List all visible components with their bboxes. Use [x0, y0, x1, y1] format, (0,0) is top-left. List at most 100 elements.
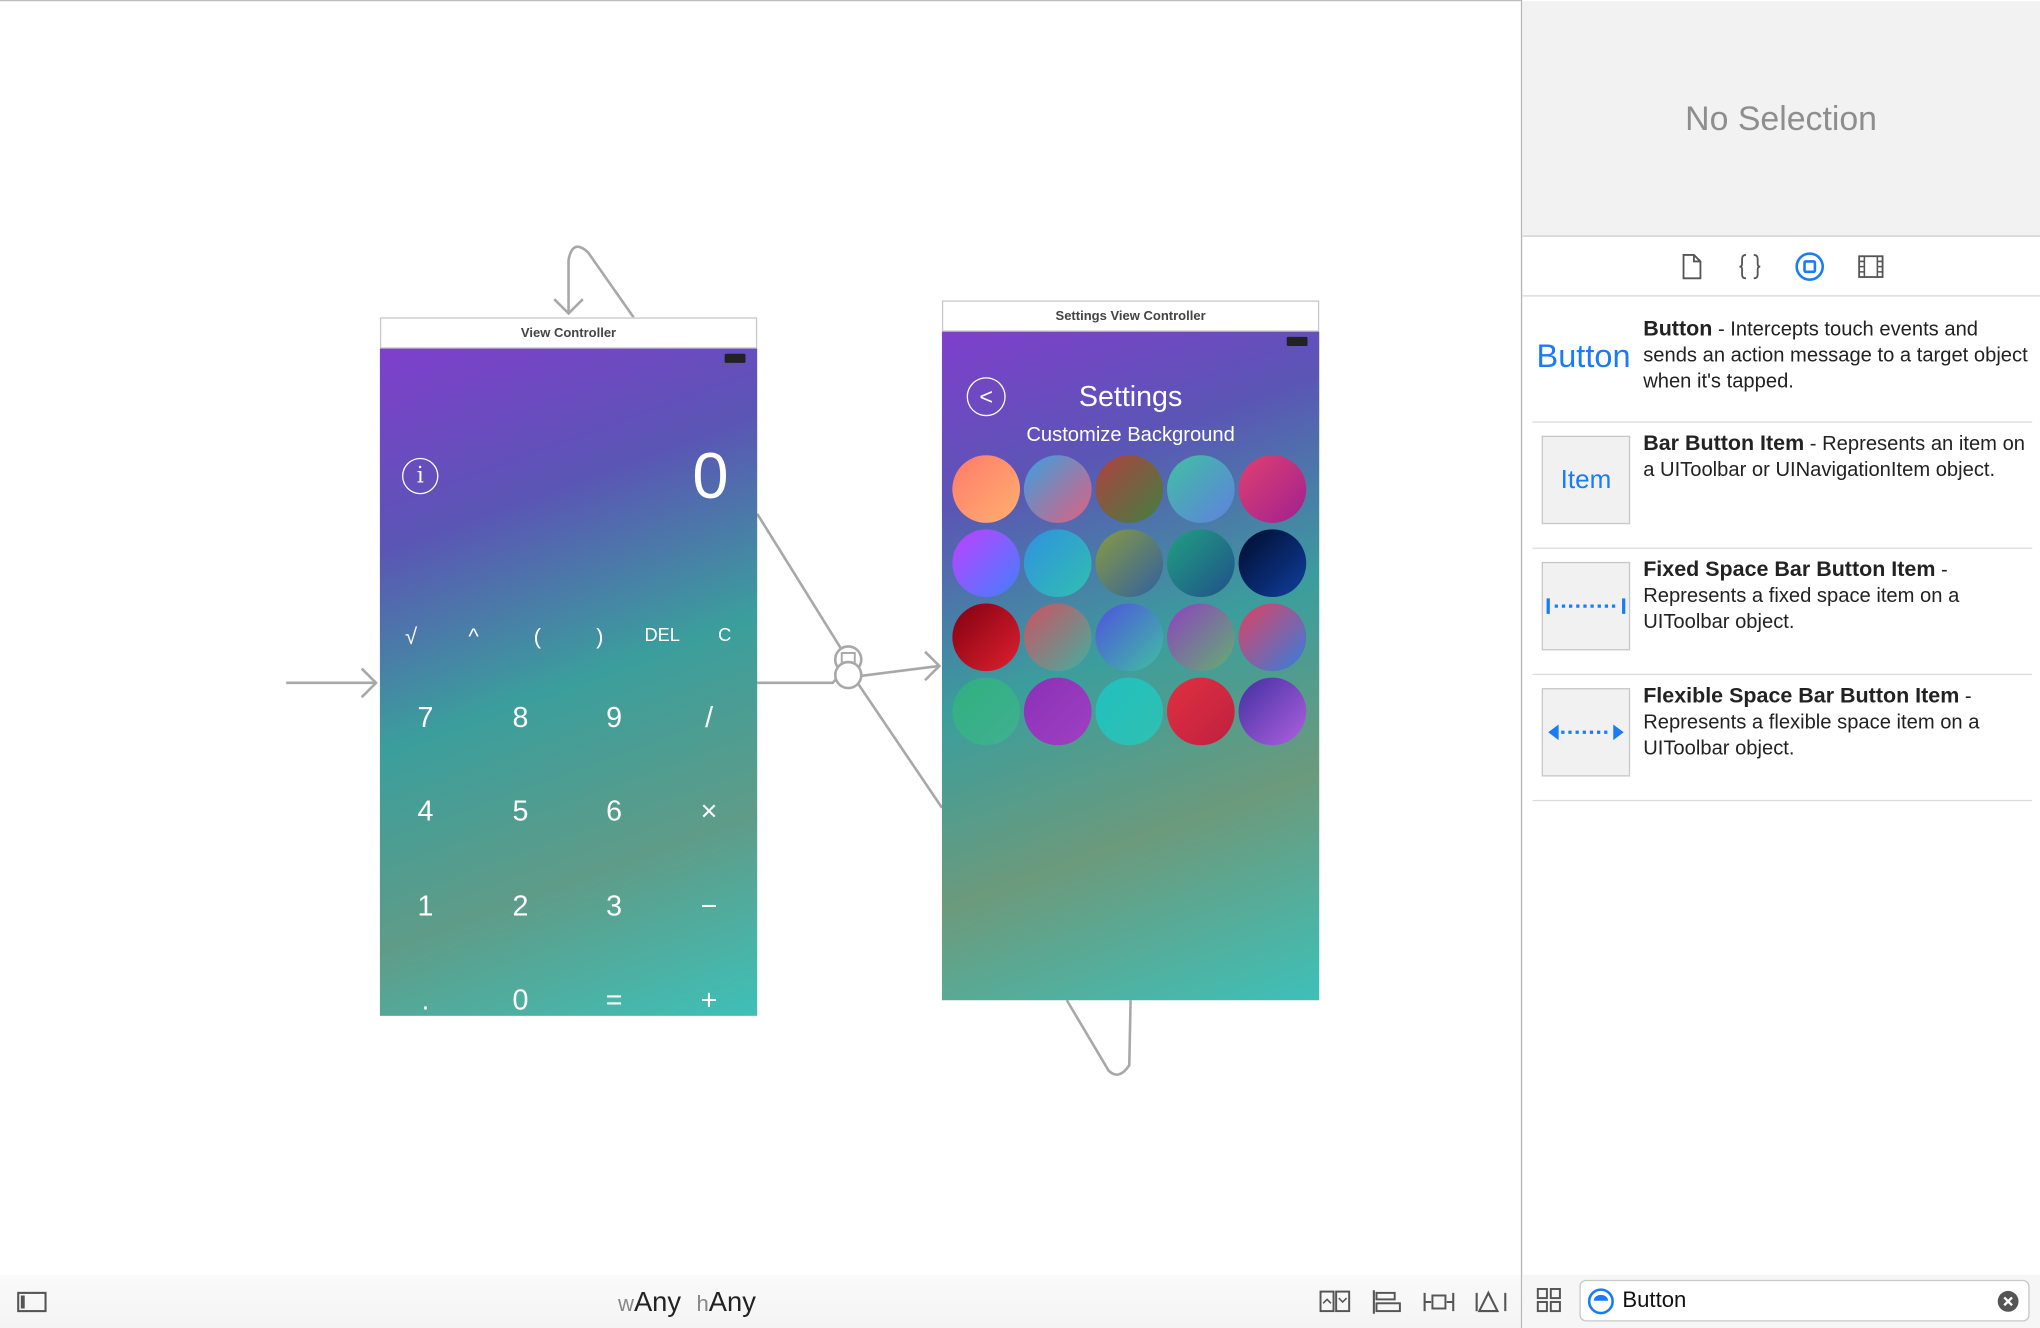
background-swatch-button[interactable] — [1095, 455, 1164, 523]
background-swatch-button[interactable] — [1238, 529, 1307, 598]
library-item-desc: - Intercepts touch events and sends an a… — [1643, 318, 2028, 393]
battery-icon — [1286, 336, 1308, 346]
background-swatch-button[interactable] — [1167, 529, 1235, 598]
info-icon: i — [416, 463, 424, 490]
calc-key[interactable]: 2 — [512, 889, 529, 923]
storyboard-canvas[interactable]: View Controller i 0 √ ^ () DEL C 7 8 9 / 4 5 6 × 1 2 3 −… — [0, 1, 1521, 1328]
calc-key[interactable]: × — [700, 794, 718, 828]
settings-view[interactable]: < Settings Customize Background — [941, 331, 1320, 1001]
background-swatch-button[interactable] — [1238, 603, 1307, 672]
library-item-title: Flexible Space Bar Button Item — [1643, 684, 1960, 708]
background-swatch-button[interactable] — [1023, 677, 1092, 746]
calc-key[interactable]: 8 — [512, 701, 529, 734]
background-swatch-button[interactable] — [952, 677, 1020, 746]
calc-key[interactable]: + — [700, 983, 718, 1016]
media-library-tab[interactable] — [1855, 251, 1886, 282]
background-swatch-button[interactable] — [1167, 677, 1235, 746]
library-item-title: Fixed Space Bar Button Item — [1643, 557, 1936, 582]
object-library-tab[interactable] — [1794, 251, 1825, 282]
media-icon — [1858, 255, 1884, 278]
calc-key[interactable]: 4 — [417, 794, 434, 828]
library-search-field[interactable]: Button — [1579, 1279, 2030, 1322]
object-icon — [1795, 252, 1825, 281]
background-swatch-button[interactable] — [1023, 455, 1092, 523]
calc-key[interactable]: / — [705, 701, 714, 734]
size-class-selector[interactable]: wAny hAny — [617, 1287, 756, 1318]
pin-icon[interactable] — [1422, 1288, 1456, 1317]
info-button[interactable]: i — [402, 457, 439, 495]
library-item-title: Button — [1643, 317, 1713, 341]
library-item-description: Button - Intercepts touch events and sen… — [1643, 316, 2028, 395]
calc-key[interactable]: ) — [596, 624, 604, 650]
search-value: Button — [1622, 1287, 1687, 1313]
background-swatch-button[interactable] — [1095, 677, 1164, 746]
settings-view-controller-scene[interactable]: Settings View Controller < Settings Cust… — [941, 300, 1320, 1001]
file-icon — [1682, 254, 1702, 280]
stack-icon[interactable] — [1318, 1288, 1352, 1317]
toggle-outline-icon[interactable] — [16, 1288, 50, 1317]
background-swatch-button[interactable] — [1238, 455, 1307, 523]
flexible-space-icon — [1541, 688, 1631, 777]
library-item-description: Flexible Space Bar Button Item - Represe… — [1643, 683, 2028, 762]
library-item[interactable]: Fixed Space Bar Button Item - Represents… — [1532, 549, 2033, 676]
braces-icon — [1739, 254, 1761, 280]
align-icon[interactable] — [1370, 1288, 1404, 1317]
calc-key[interactable]: 9 — [606, 701, 623, 734]
library-item-description: Fixed Space Bar Button Item - Represents… — [1643, 557, 2028, 636]
calc-key[interactable]: . — [421, 983, 430, 1016]
view-controller-scene[interactable]: View Controller i 0 √ ^ () DEL C 7 8 9 / 4 5 6 × 1 2 3 −… — [379, 317, 758, 1016]
chevron-left-icon: < — [979, 383, 994, 410]
calc-key[interactable]: 3 — [606, 889, 623, 923]
filter-icon — [1587, 1288, 1614, 1315]
settings-heading: Settings — [1078, 379, 1183, 413]
canvas-bottom-bar: wAny hAny — [0, 1274, 1521, 1328]
file-template-tab[interactable] — [1676, 251, 1707, 282]
library-tabs — [1522, 237, 2040, 297]
library-item-title: Bar Button Item — [1643, 431, 1805, 456]
calculator-view[interactable]: i 0 √ ^ () DEL C 7 8 9 / 4 5 6 × 1 2 3 −. 0 = + — [379, 348, 758, 1016]
calc-key[interactable]: − — [700, 889, 718, 923]
calc-key[interactable]: = — [605, 983, 623, 1016]
clear-icon[interactable] — [1997, 1290, 2019, 1312]
background-swatch-button[interactable] — [1023, 603, 1092, 672]
library-item[interactable]: Item Bar Button Item - Represents an item… — [1532, 423, 2033, 549]
background-swatch-button[interactable] — [952, 529, 1020, 598]
background-swatch-button[interactable] — [1167, 603, 1235, 672]
fixed-space-icon — [1541, 561, 1631, 651]
library-item-desc: - Represents a flexible space item on a … — [1643, 685, 1980, 760]
calc-key[interactable]: ( — [533, 624, 542, 650]
background-swatch-button[interactable] — [952, 603, 1020, 672]
background-swatch-button[interactable] — [1095, 529, 1164, 598]
background-swatch-button[interactable] — [952, 455, 1020, 523]
calc-key[interactable]: ^ — [468, 624, 479, 650]
window-top-border — [0, 0, 2040, 2]
library-item-desc: - Represents an item on a UIToolbar or U… — [1643, 433, 2026, 482]
library-item[interactable]: Flexible Space Bar Button Item - Represe… — [1532, 675, 2033, 802]
calc-key[interactable]: 0 — [512, 983, 529, 1016]
library-filter-bar: Button — [1522, 1274, 2040, 1328]
bar-item-thumb-label: Item — [1560, 464, 1612, 494]
calc-key[interactable]: 7 — [417, 701, 434, 734]
scene-title: Settings View Controller — [941, 300, 1320, 332]
battery-icon — [724, 353, 746, 363]
scene-title: View Controller — [379, 317, 758, 349]
background-swatch-button[interactable] — [1023, 529, 1092, 598]
segue-connections — [286, 245, 1132, 1076]
grid-view-icon[interactable] — [1535, 1286, 1564, 1315]
display-label: 0 — [692, 439, 729, 513]
calc-key[interactable]: √ — [405, 624, 418, 650]
calc-key[interactable]: 1 — [417, 889, 434, 923]
button-thumbnail: Button — [1536, 338, 1631, 375]
calc-key[interactable]: 6 — [606, 794, 623, 828]
background-swatch-button[interactable] — [1167, 455, 1235, 523]
calc-key[interactable]: C — [718, 624, 732, 646]
back-button[interactable]: < — [966, 377, 1006, 417]
background-swatch-button[interactable] — [1095, 603, 1164, 672]
calc-key[interactable]: DEL — [644, 624, 680, 646]
resolve-issues-icon[interactable] — [1474, 1288, 1508, 1317]
calc-key[interactable]: 5 — [512, 794, 529, 828]
background-swatch-button[interactable] — [1238, 677, 1307, 746]
code-snippet-tab[interactable] — [1734, 251, 1765, 282]
